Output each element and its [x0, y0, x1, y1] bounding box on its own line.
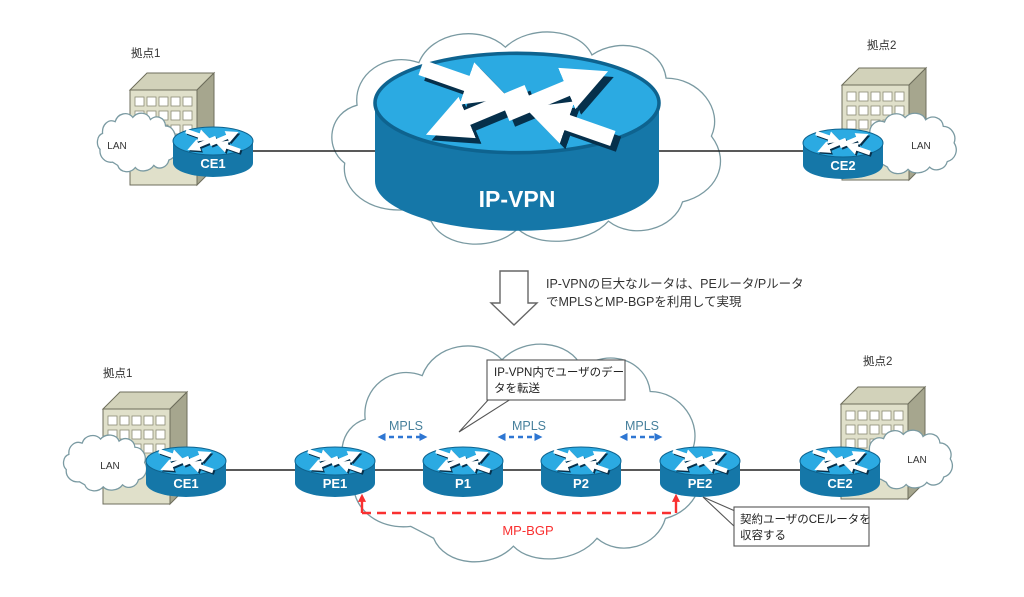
- router-pe1-label: PE1: [323, 476, 348, 491]
- lan-label-bottom-left: LAN: [100, 461, 119, 472]
- lan-label-top-left: LAN: [107, 141, 126, 152]
- transition-down-arrow-icon: [489, 270, 539, 326]
- router-pe2-label: PE2: [688, 476, 713, 491]
- mpbgp-label: MP-BGP: [502, 523, 553, 538]
- mpls-label-1: MPLS: [389, 419, 423, 433]
- site1-label-bottom: 拠点1: [103, 366, 132, 380]
- site2-label-bottom: 拠点2: [863, 354, 892, 368]
- transition-note-line2: でMPLSとMP-BGPを利用して実現: [546, 294, 742, 309]
- router-p1-label: P1: [455, 476, 471, 491]
- site2-label-top: 拠点2: [867, 38, 896, 52]
- router-p2-label: P2: [573, 476, 589, 491]
- router-ce1-top-label: CE1: [200, 156, 225, 171]
- callout-ce-tail: [702, 496, 736, 529]
- lan-label-bottom-right: LAN: [907, 455, 926, 466]
- router-ce2-bottom-label: CE2: [827, 476, 852, 491]
- mpls-label-3: MPLS: [625, 419, 659, 433]
- callout-forward-line2: タを転送: [494, 381, 540, 395]
- router-ce2-top-label: CE2: [830, 158, 855, 173]
- callout-forward-line1: IP-VPN内でユーザのデー: [494, 365, 624, 379]
- callout-ce-line2: 収容する: [740, 528, 786, 542]
- transition-note-line1: IP-VPNの巨大なルータは、PEルータ/Pルータ: [546, 277, 804, 291]
- site1-label-top: 拠点1: [131, 46, 160, 60]
- callout-ce-line1: 契約ユーザのCEルータを: [740, 512, 871, 526]
- router-ce1-bottom-label: CE1: [173, 476, 198, 491]
- callout-ce-box: [733, 506, 870, 547]
- callout-forward-box: [486, 359, 626, 401]
- mpls-label-2: MPLS: [512, 419, 546, 433]
- lan-label-top-right: LAN: [911, 141, 930, 152]
- ipvpn-label: IP-VPN: [479, 186, 556, 212]
